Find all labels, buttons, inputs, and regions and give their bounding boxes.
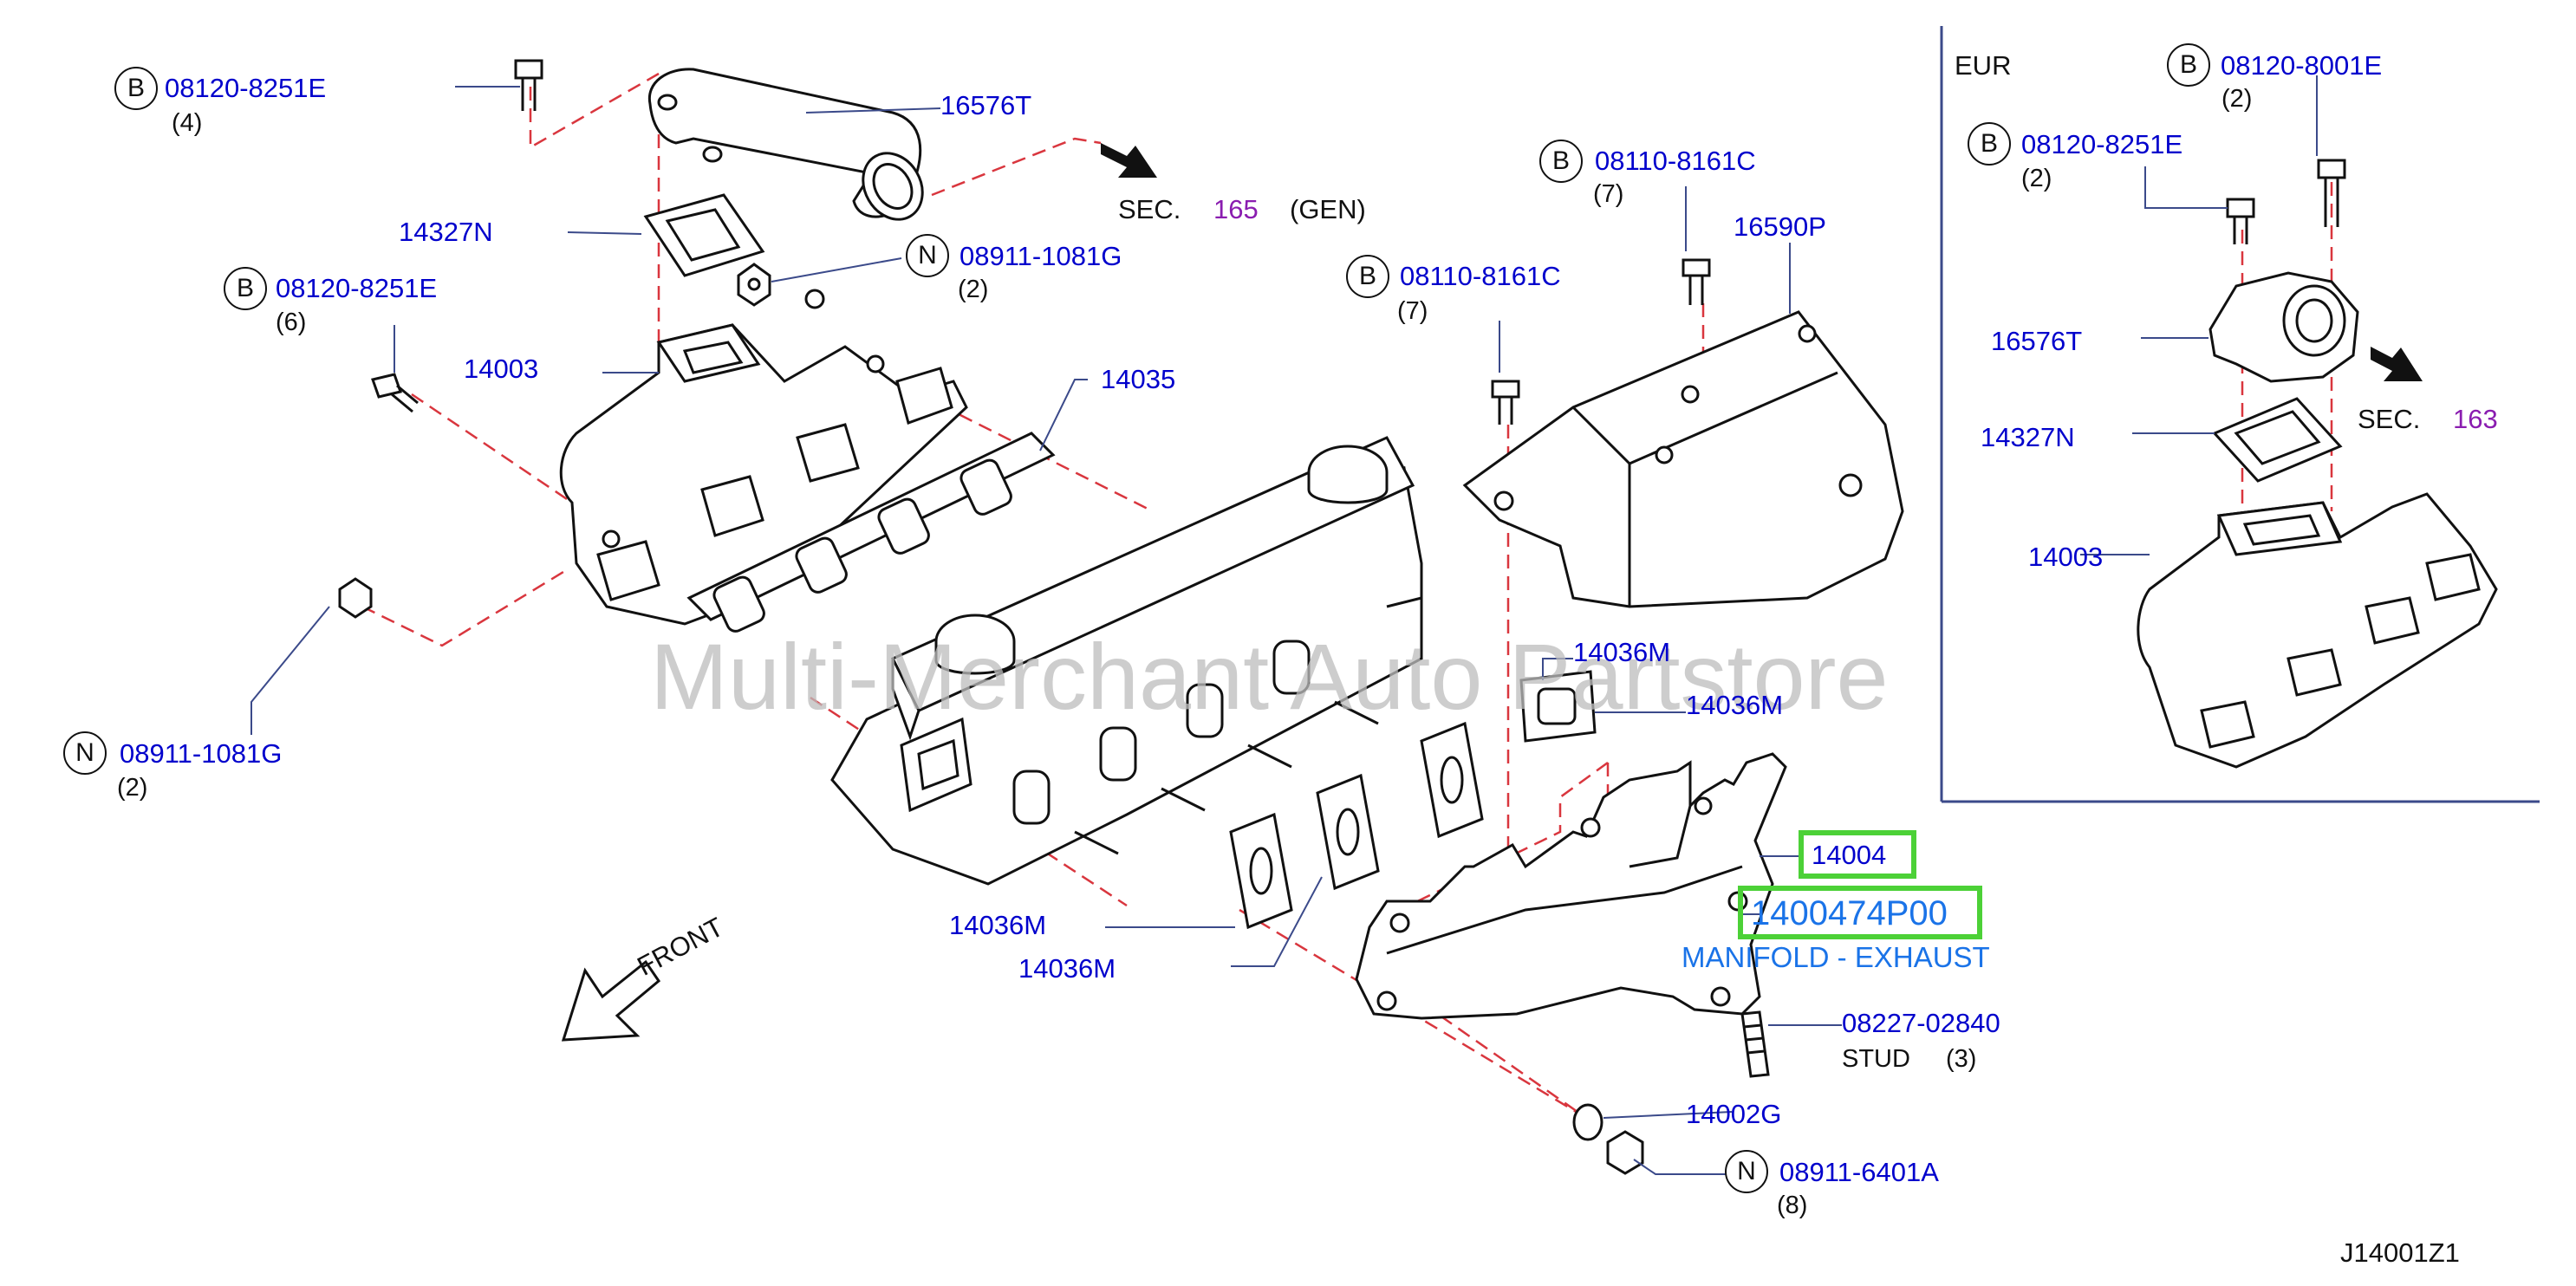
exhaust-gaskets: [1229, 670, 1597, 930]
inset-gasket: [2212, 397, 2343, 483]
part-label[interactable]: 08120-8251E: [276, 273, 438, 303]
exhaust-manifold: [1355, 752, 1787, 1020]
shield-bolts: [1491, 258, 1711, 425]
part-label[interactable]: 08911-1081G: [120, 738, 283, 769]
part-label[interactable]: 14003: [2028, 542, 2104, 572]
part-label[interactable]: 14003: [464, 354, 539, 384]
bolt-callout-circle: B: [1539, 140, 1583, 183]
part-label[interactable]: 08120-8251E: [165, 73, 327, 103]
part-label[interactable]: 14327N: [399, 217, 493, 247]
part-label[interactable]: 14036M: [1573, 637, 1671, 667]
nut-callout-circle: N: [63, 731, 107, 775]
part-description: MANIFOLD - EXHAUST: [1682, 941, 1990, 973]
bolt-callout-circle: B: [114, 67, 158, 110]
part-label[interactable]: 08227-02840: [1842, 1008, 2000, 1038]
highlight-box-part-number: [1738, 886, 1982, 939]
part-qty: (3): [1946, 1045, 1977, 1073]
part-label[interactable]: 14036M: [1018, 953, 1116, 984]
section-arrows: [1101, 143, 2423, 381]
intake-gasket: [686, 432, 1056, 633]
part-label[interactable]: 16590P: [1734, 211, 1826, 242]
diagram-code: J14001Z1: [2340, 1237, 2460, 1268]
leader-lines: [250, 75, 2318, 1175]
part-qty: (2): [2021, 165, 2052, 192]
inset-manifold: [2137, 492, 2498, 769]
part-qty: (2): [2221, 85, 2253, 113]
nut-left: [338, 577, 373, 619]
part-label[interactable]: 08120-8001E: [2221, 50, 2383, 81]
cylinder-head: [830, 436, 1423, 886]
heat-shield: [1462, 310, 1904, 608]
inset-region-label: EUR: [1955, 50, 2012, 81]
inset-frame: [1940, 26, 2540, 803]
bolt-callout-circle: B: [1346, 255, 1389, 298]
part-label[interactable]: 16576T: [1991, 326, 2083, 356]
nut-callout-circle: N: [906, 234, 949, 277]
part-label[interactable]: 14002G: [1686, 1099, 1782, 1129]
part-label[interactable]: 16576T: [940, 90, 1032, 120]
section-ref-suffix: (GEN): [1290, 194, 1366, 224]
part-label[interactable]: 14327N: [1981, 422, 2075, 452]
part-qty: (2): [117, 774, 148, 802]
inset-elbow: [2208, 271, 2359, 383]
gasket-top: [643, 193, 765, 277]
part-label[interactable]: 08120-8251E: [2021, 129, 2183, 159]
part-label[interactable]: 08911-1081G: [959, 241, 1122, 271]
nut-top: [737, 263, 771, 307]
bolt-top-left: [514, 59, 543, 111]
part-label-highlighted[interactable]: 14004: [1812, 840, 1887, 870]
bolt-callout-circle: B: [224, 267, 267, 310]
section-ref-number[interactable]: 165: [1213, 194, 1259, 224]
part-qty: (2): [958, 276, 989, 303]
part-qty: (7): [1397, 297, 1428, 325]
part-qty: (6): [276, 309, 307, 336]
stud: [1740, 1010, 1770, 1078]
part-label[interactable]: 14035: [1101, 364, 1176, 394]
exhaust-elbow-pipe: [647, 68, 924, 221]
part-label[interactable]: 08110-8161C: [1595, 146, 1756, 176]
highlight-box-14004: [1799, 830, 1916, 879]
nut-callout-circle: N: [1725, 1150, 1768, 1193]
part-label[interactable]: 14036M: [1686, 690, 1784, 720]
part-label[interactable]: 08110-8161C: [1400, 261, 1561, 291]
part-qty: (7): [1593, 180, 1624, 208]
front-arrow: [561, 959, 661, 1042]
stud-label: STUD: [1842, 1045, 1910, 1073]
highlighted-part-number[interactable]: 1400474P00: [1751, 894, 1948, 932]
bolt-mid-left: [371, 373, 419, 413]
section-ref-prefix: SEC.: [1118, 194, 1181, 224]
part-label[interactable]: 14036M: [949, 910, 1047, 940]
part-qty: (8): [1777, 1192, 1808, 1219]
part-label[interactable]: 08911-6401A: [1779, 1157, 1939, 1187]
bolt-callout-circle: B: [2167, 43, 2210, 87]
watermark: Multi-Merchant Auto Partstore: [650, 624, 1889, 729]
inset-bolts: [2226, 159, 2346, 244]
washer-nut-bottom: [1572, 1103, 1644, 1175]
part-qty: (4): [172, 109, 203, 137]
inset-section-ref-number[interactable]: 163: [2453, 404, 2498, 434]
bolt-callout-circle: B: [1968, 122, 2011, 166]
inset-section-ref-prefix: SEC.: [2358, 404, 2421, 434]
